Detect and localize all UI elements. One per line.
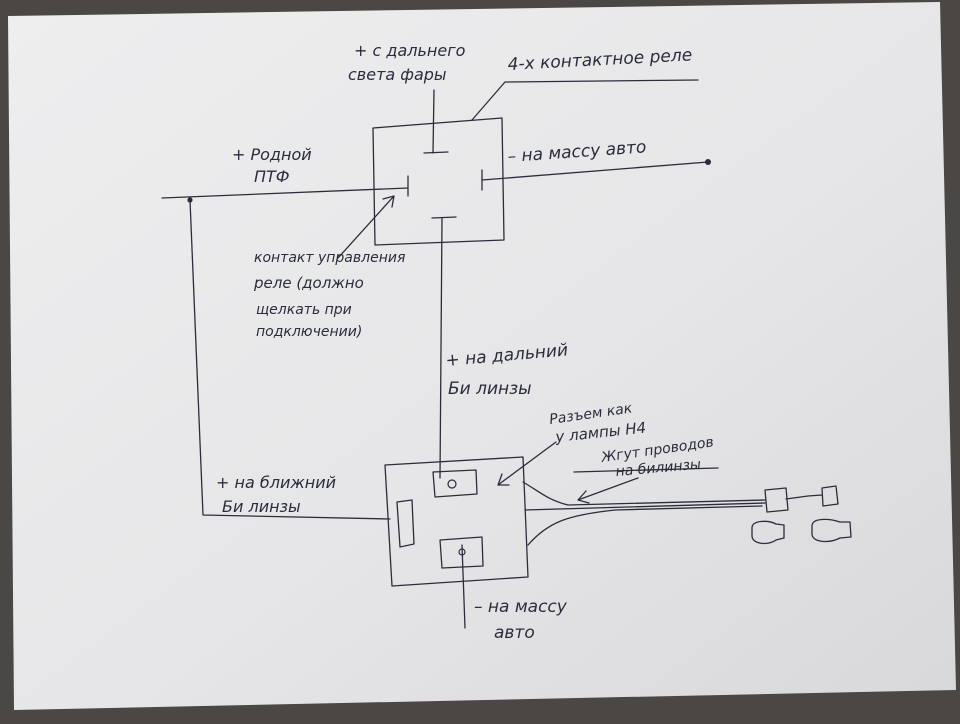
paper-sheet (8, 2, 956, 710)
label-high-bilens-2: Би линзы (448, 379, 532, 399)
label-harness-2: на билинзы (615, 457, 702, 480)
label-high-beam-plus-1: + с дальнего (354, 41, 466, 60)
arrow-h4 (497, 441, 557, 486)
label-relay-control-2: реле (должно (253, 274, 364, 292)
relay-contact-bottom (431, 216, 457, 219)
arrow-harness (577, 477, 639, 504)
label-relay-control-4: подключении) (256, 324, 362, 340)
harness-line-mid (524, 502, 766, 511)
wire-high-bilens (439, 217, 443, 479)
label-high-beam-plus-2: света фары (348, 65, 447, 84)
wire-connector-ground (461, 544, 466, 629)
label-native-ptf-1: + Родной (232, 145, 312, 164)
label-relay-control-3: щелкать при (256, 302, 352, 318)
wire-native-ptf (161, 187, 409, 199)
leader-relay-type (471, 79, 699, 121)
wire-high-beam-in (432, 89, 435, 154)
pin-bottom (439, 536, 484, 569)
relay-contact-top (423, 151, 449, 154)
wire-relay-ground (481, 161, 709, 181)
label-ground-bottom-1: – на массу (474, 597, 568, 617)
label-relay-control-1: контакт управления (254, 250, 405, 266)
bilens-lamp-2 (811, 518, 852, 543)
pin-left (396, 499, 415, 548)
bilens-plug-1 (764, 487, 809, 513)
label-low-bilens-1: + на ближний (216, 473, 336, 492)
relay-box (372, 117, 505, 246)
pin-bottom-dot (458, 548, 466, 556)
pin-top-dot (447, 479, 457, 489)
connector-box (384, 456, 529, 587)
pin-top (432, 469, 478, 498)
arrow-relay-control (337, 195, 395, 259)
bilens-lamp-1 (751, 520, 785, 545)
harness-line-lower (527, 505, 763, 546)
bilens-plug-2 (807, 485, 839, 507)
label-ground-bottom-2: авто (494, 623, 535, 643)
ground-terminal-dot (705, 159, 711, 165)
leader-harness (573, 467, 719, 473)
wire-low-beam (189, 199, 391, 520)
label-native-ptf-2: ПТФ (254, 167, 290, 186)
label-low-bilens-2: Би линзы (222, 497, 301, 516)
harness-line-upper (522, 481, 766, 506)
junction-dot-left (187, 197, 193, 203)
